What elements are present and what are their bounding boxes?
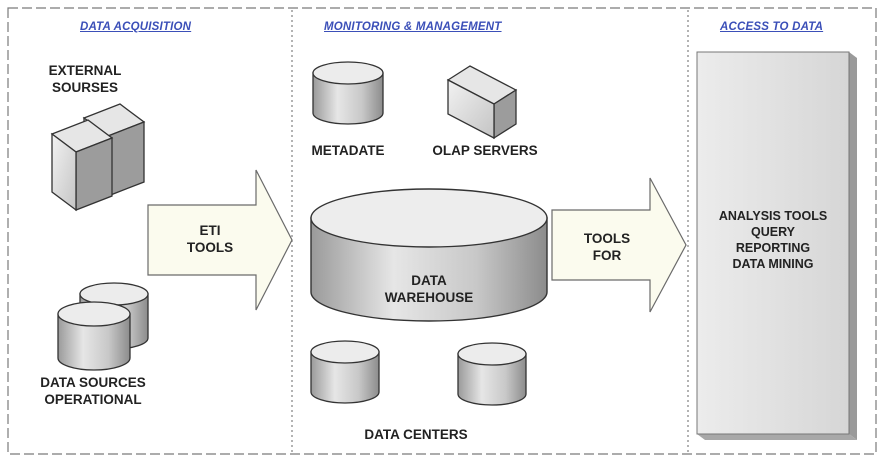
access-tools-label: ANALYSIS TOOLS QUERY REPORTING DATA MINI… [697,208,849,272]
access-tools-label-line1: ANALYSIS TOOLS [718,209,828,223]
eti-tools-label: ETI TOOLS [170,222,250,256]
external-sources-server-icon [50,103,146,212]
olap-server-icon [446,65,518,140]
access-tools-label-line3: REPORTING [735,241,811,255]
eti-tools-label-line2: TOOLS [186,240,234,255]
tools-for-label-line1: TOOLS [583,231,631,246]
section-title-data-acquisition: DATA ACQUISITION [80,21,192,33]
data-sources-label-line2: OPERATIONAL [44,392,142,407]
external-sources-label-line2: SOURSES [51,80,119,95]
data-warehouse-label-line1: DATA [411,273,447,288]
operational-database-icon [57,282,149,371]
section-title-monitoring-management: MONITORING & MANAGEMENT [324,21,502,33]
data-center-database-icon-right [457,342,527,406]
tools-for-label: TOOLS FOR [572,230,642,264]
eti-arrow [147,169,293,311]
data-sources-label: DATA SOURCES OPERATIONAL [18,374,168,408]
data-warehouse-label: DATA WAREHOUSE [369,272,489,306]
data-warehouse-icon [310,188,548,322]
outer-frame [7,7,877,455]
data-warehouse-label-line2: WAREHOUSE [384,290,474,305]
tools-arrow [551,177,687,313]
eti-tools-label-line1: ETI [199,223,221,238]
olap-servers-label: OLAP SERVERS [432,143,538,158]
external-sources-label-line1: EXTERNAL [48,63,122,78]
section-title-access-to-data: ACCESS TO DATA [720,21,824,33]
data-centers-label: DATA CENTERS [364,427,468,442]
access-tools-label-line4: DATA MINING [732,257,814,271]
data-center-database-icon-left [310,340,380,404]
access-tools-panel [696,51,857,440]
external-sources-label: EXTERNAL SOURSES [30,62,140,96]
metadata-label: METADATE [311,143,385,158]
data-sources-label-line1: DATA SOURCES [40,375,146,390]
tools-for-label-line2: FOR [592,248,622,263]
metadata-database-icon [312,61,384,125]
access-tools-label-line2: QUERY [751,225,795,239]
